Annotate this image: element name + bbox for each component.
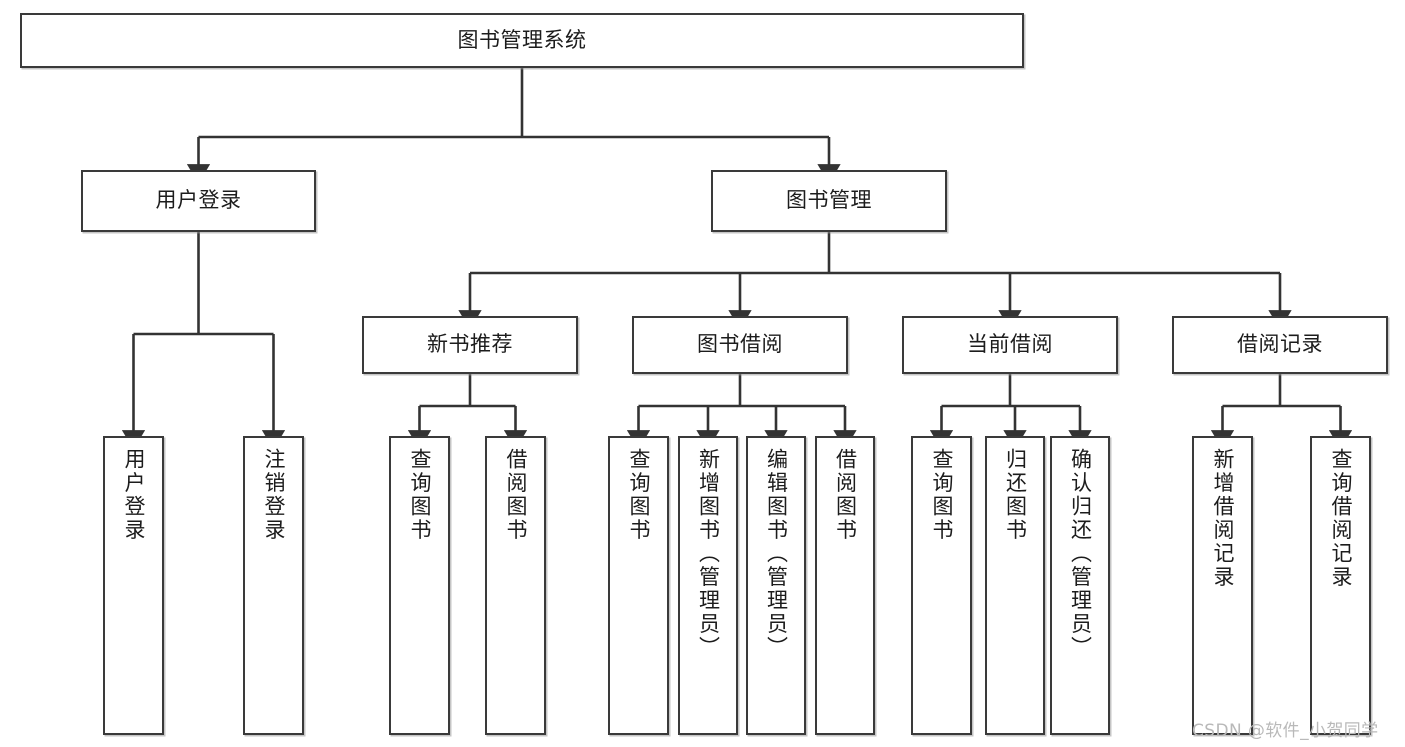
node-label-login: 用户登录 <box>155 188 242 213</box>
node-label-leaf-record-add: 新增借阅记录 <box>1211 448 1235 589</box>
node-label-leaf-new-borrow: 借阅图书 <box>504 448 528 542</box>
node-records[interactable]: 借阅记录 <box>1172 316 1388 374</box>
node-label-leaf-current-return: 归还图书 <box>1003 448 1028 542</box>
node-label-leaf-current-query: 查询图书 <box>930 448 954 542</box>
node-leaf-borrow-edit[interactable]: 编辑图书（管理员） <box>746 436 806 735</box>
node-leaf-current-confirm[interactable]: 确认归还（管理员） <box>1050 436 1110 735</box>
node-leaf-record-query[interactable]: 查询借阅记录 <box>1310 436 1371 735</box>
node-leaf-new-borrow[interactable]: 借阅图书 <box>485 436 546 735</box>
node-label-borrow: 图书借阅 <box>697 332 783 357</box>
node-label-records: 借阅记录 <box>1237 332 1323 357</box>
node-label-leaf-borrow-query: 查询图书 <box>627 448 651 542</box>
node-newbook[interactable]: 新书推荐 <box>362 316 578 374</box>
node-label-bookmgmt: 图书管理 <box>786 188 872 213</box>
node-leaf-current-return[interactable]: 归还图书 <box>985 436 1045 735</box>
node-root[interactable]: 图书管理系统 <box>20 13 1024 68</box>
node-bookmgmt[interactable]: 图书管理 <box>711 170 947 232</box>
node-leaf-current-query[interactable]: 查询图书 <box>911 436 972 735</box>
node-label-leaf-user-login: 用户登录 <box>122 448 146 542</box>
node-leaf-record-add[interactable]: 新增借阅记录 <box>1192 436 1253 735</box>
node-login[interactable]: 用户登录 <box>81 170 316 232</box>
node-leaf-new-query[interactable]: 查询图书 <box>389 436 450 735</box>
node-leaf-borrow-query[interactable]: 查询图书 <box>608 436 669 735</box>
node-current[interactable]: 当前借阅 <box>902 316 1118 374</box>
connector-lines <box>121 68 1353 450</box>
node-label-leaf-borrow-edit: 编辑图书（管理员） <box>764 448 789 660</box>
node-label-leaf-borrow-add: 新增图书（管理员） <box>696 448 721 660</box>
node-leaf-borrow-add[interactable]: 新增图书（管理员） <box>678 436 738 735</box>
node-label-newbook: 新书推荐 <box>427 332 513 357</box>
node-label-current: 当前借阅 <box>967 332 1053 357</box>
node-label-leaf-user-logout: 注销登录 <box>262 448 286 542</box>
node-label-leaf-borrow-take: 借阅图书 <box>833 448 858 542</box>
node-label-root: 图书管理系统 <box>457 27 587 52</box>
node-borrow[interactable]: 图书借阅 <box>632 316 848 374</box>
node-leaf-user-logout[interactable]: 注销登录 <box>243 436 304 735</box>
node-label-leaf-current-confirm: 确认归还（管理员） <box>1068 448 1093 660</box>
node-leaf-user-login[interactable]: 用户登录 <box>103 436 164 735</box>
node-label-leaf-record-query: 查询借阅记录 <box>1329 448 1353 589</box>
node-label-leaf-new-query: 查询图书 <box>408 448 432 542</box>
node-leaf-borrow-take[interactable]: 借阅图书 <box>815 436 875 735</box>
